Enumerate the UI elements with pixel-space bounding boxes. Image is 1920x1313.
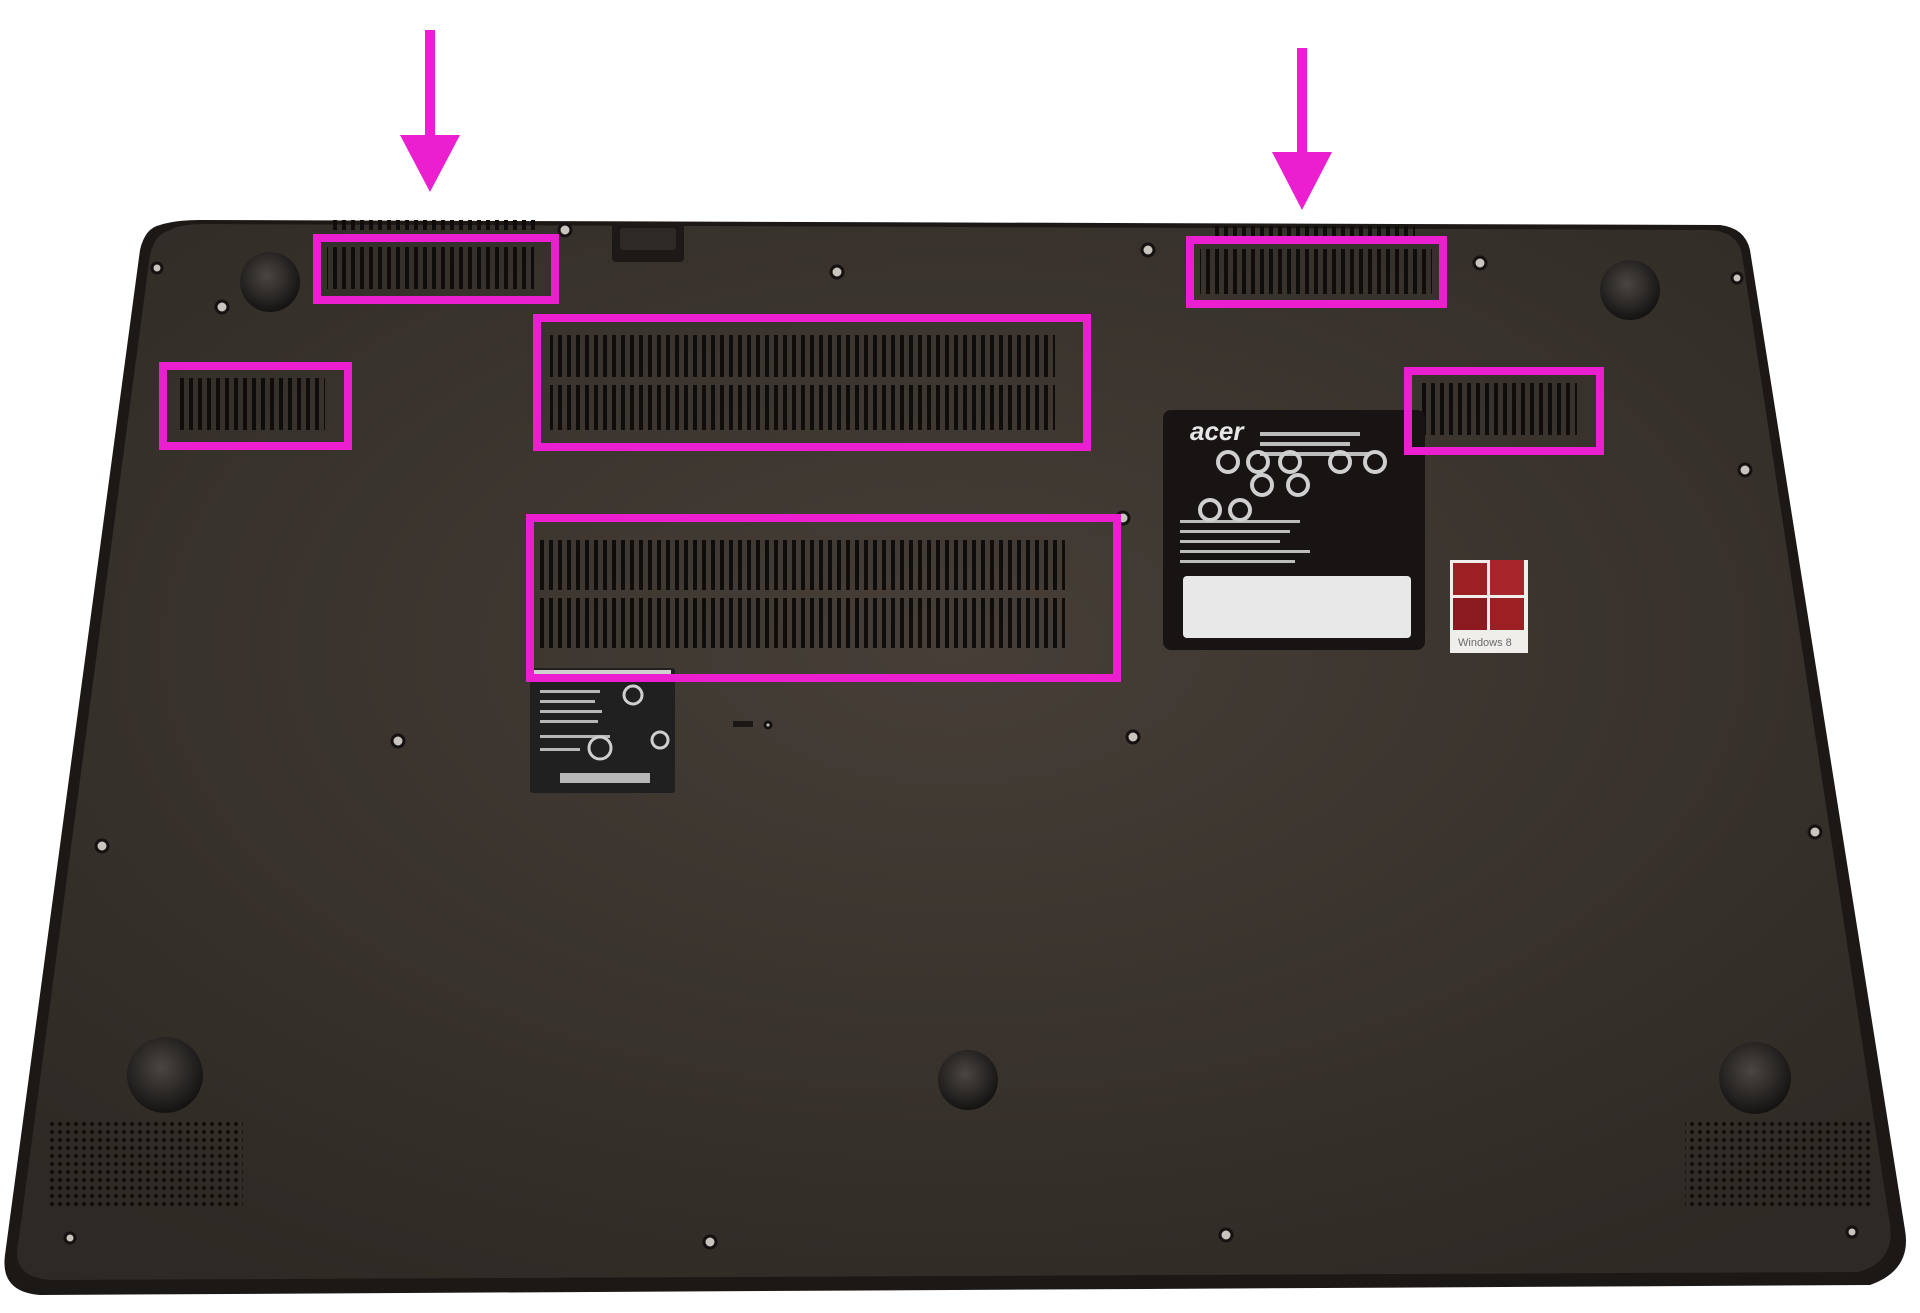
right-side-vent	[1422, 383, 1577, 435]
screws	[63, 222, 1859, 1250]
rubber-foot-bottom-center	[938, 1050, 998, 1110]
right-speaker-grille	[1685, 1120, 1873, 1208]
product-label	[530, 668, 675, 793]
highlight-upper-center-vent	[533, 314, 1091, 451]
windows-sticker: Windows 8	[1450, 560, 1528, 653]
rubber-foot-bottom-left	[127, 1037, 203, 1113]
left-side-vent	[175, 378, 325, 430]
highlight-boxes	[159, 234, 1604, 682]
service-slot	[733, 721, 753, 727]
highlight-top-left-vent	[313, 234, 559, 304]
rubber-foot-bottom-right	[1719, 1042, 1791, 1114]
top-right-vent	[1200, 249, 1432, 294]
rubber-foot-top-left	[240, 252, 300, 312]
highlight-right-side-vent	[1404, 367, 1604, 455]
windows-sticker-text: Windows 8	[1458, 637, 1512, 649]
highlight-left-side-vent	[159, 362, 352, 450]
rear-exhaust-left	[330, 220, 540, 230]
regulatory-label: acer	[1163, 410, 1425, 650]
label-brand-text: acer	[1190, 416, 1245, 446]
rubber-foot-top-right	[1600, 260, 1660, 320]
arrow-left	[400, 30, 460, 192]
top-left-vent	[327, 247, 534, 289]
lower-center-vent	[540, 540, 1065, 648]
highlight-top-right-vent	[1186, 236, 1447, 308]
left-speaker-grille	[48, 1120, 243, 1208]
hinge-latch-inner	[620, 228, 676, 250]
arrow-right	[1272, 48, 1332, 210]
upper-center-vent	[550, 335, 1055, 430]
highlight-lower-center-vent	[526, 514, 1121, 682]
rear-exhaust-right	[1210, 226, 1415, 236]
